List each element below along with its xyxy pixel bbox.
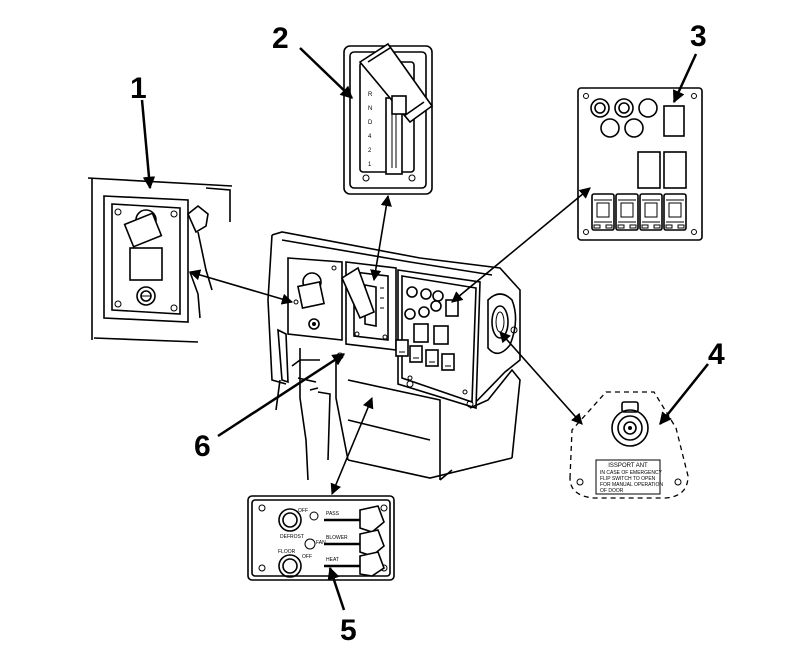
gear-label-1: 1 — [368, 162, 372, 168]
plate-line-4: OF DOOR — [600, 488, 624, 494]
detail-emergency-switch-plate: ISSPORT ANT IN CASE OF EMERGENCY FLIP SW… — [569, 391, 689, 499]
gear-label-4: 4 — [368, 134, 372, 140]
gear-labels: R N D 4 2 1 — [368, 92, 373, 168]
panel3-switches — [591, 193, 687, 231]
connector-arrows — [188, 187, 591, 496]
label-off-top: OFF — [298, 508, 308, 514]
label-fan: FAN — [316, 540, 326, 546]
detail-switch-panel — [577, 87, 703, 241]
callout-2: 2 — [272, 22, 289, 55]
detail-heater-control-panel: OFF DEFROST FAN FLOOR OFF PASS BLOWER HE… — [247, 495, 395, 581]
callout-numbers: 1 2 3 4 5 6 — [130, 20, 725, 647]
callout-pointers — [140, 47, 709, 611]
label-off-bottom: OFF — [302, 554, 312, 560]
gear-label-n: N — [368, 106, 372, 112]
label-lever-pass: PASS — [326, 511, 340, 517]
plate-line-3: FOR MANUAL OPERATION — [600, 482, 663, 488]
label-floor: FLOOR — [278, 549, 296, 555]
callout-4: 4 — [708, 338, 725, 371]
plate-line-1: IN CASE OF EMERGENCY — [600, 470, 663, 476]
main-console — [267, 231, 521, 481]
detail-ignition-panel — [87, 177, 233, 343]
callout-1: 1 — [130, 72, 147, 105]
label-lever-blower: BLOWER — [326, 535, 348, 541]
gear-label-d: D — [368, 120, 373, 126]
detail-gear-shifter: R N D 4 2 1 — [343, 42, 434, 195]
callout-6: 6 — [194, 430, 211, 463]
gear-label-r: R — [368, 92, 373, 98]
label-defrost: DEFROST — [280, 534, 304, 540]
label-lever-heat: HEAT — [326, 557, 339, 563]
callout-3: 3 — [690, 20, 707, 53]
plate-title: ISSPORT ANT — [608, 463, 648, 469]
callout-5: 5 — [340, 614, 357, 647]
gear-label-2: 2 — [368, 148, 372, 154]
plate-line-2: FLIP SWITCH TO OPEN — [600, 476, 656, 482]
